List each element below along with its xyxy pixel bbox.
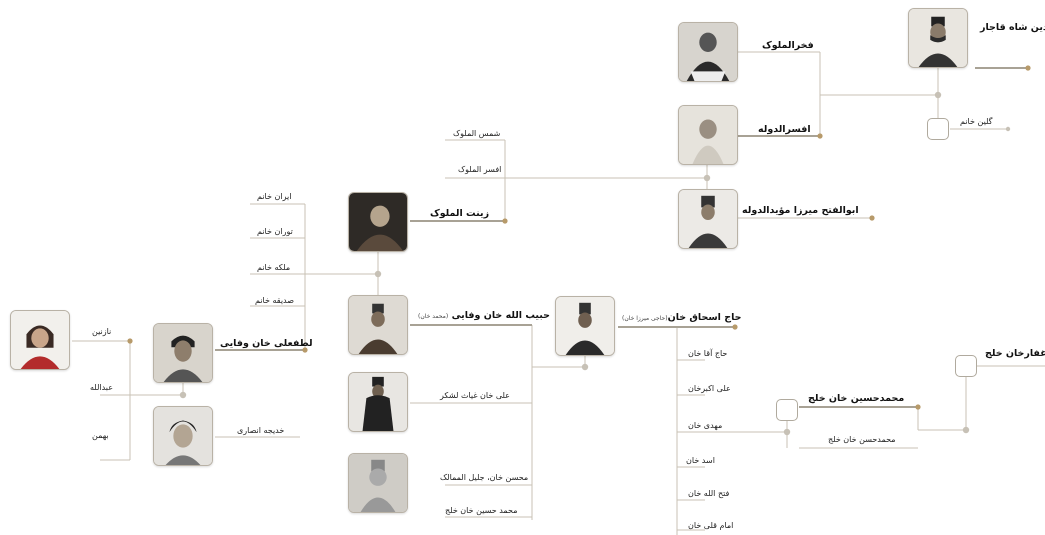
name-haj-agha: حاج آقا خان xyxy=(688,348,727,360)
portrait-nazanin[interactable] xyxy=(10,310,70,370)
name-ali-ghias: علی خان غیاث لشکر xyxy=(440,390,510,402)
placeholder-golin[interactable] xyxy=(927,118,949,140)
name-mh-khan: محمد حسین خان خلج xyxy=(445,505,518,517)
name-haj-eshagh-sub: (حاجی میرزا خان) xyxy=(622,315,668,322)
portrait-ali-ghias[interactable] xyxy=(348,372,408,432)
portrait-abolfath[interactable] xyxy=(678,189,738,249)
name-afsar-molouk: افسر الملوک xyxy=(458,164,501,176)
name-iran: ایران خانم xyxy=(257,191,291,203)
name-haj-eshagh: حاج اسحاق خان(حاجی میرزا خان) xyxy=(622,312,742,325)
name-ghaffar: غفارخان خلج xyxy=(985,348,1045,360)
name-asad: اسد خان xyxy=(686,455,715,467)
portrait-zinat[interactable] xyxy=(348,192,408,252)
name-mh-khalaj2: محمدحسن خان خلج xyxy=(828,434,896,446)
placeholder-mh-khalaj[interactable] xyxy=(776,399,798,421)
name-nazanin: نازنین xyxy=(92,326,111,338)
name-afsar: افسرالدوله xyxy=(758,124,811,136)
name-sedighe: صدیقه خانم xyxy=(255,295,294,307)
name-khadijeh: خدیجه انصاری xyxy=(237,425,284,437)
portrait-haj-eshagh[interactable] xyxy=(555,296,615,356)
name-zinat: زینت الملوک xyxy=(430,208,489,220)
name-habib: حبیب الله خان وفایی (محمد خان) xyxy=(418,310,550,323)
portrait-khadijeh[interactable] xyxy=(153,406,213,466)
name-bahman: بهمن xyxy=(92,430,109,442)
name-habib-main: حبیب الله خان وفایی xyxy=(452,310,550,321)
portrait-lotf[interactable] xyxy=(153,323,213,383)
name-fakhr: فخرالملوک xyxy=(762,40,814,52)
portrait-afsar[interactable] xyxy=(678,105,738,165)
name-emamgholi: امام قلی خان xyxy=(688,520,733,532)
name-maleke: ملکه خانم xyxy=(257,262,290,274)
portrait-fakhr[interactable] xyxy=(678,22,738,82)
name-naser: صرالدین شاه قاجار xyxy=(980,22,1045,34)
name-shams: شمس الملوک xyxy=(453,128,500,140)
name-haj-eshagh-main: حاج اسحاق خان xyxy=(668,312,742,323)
name-golin: گلین خانم xyxy=(960,116,992,128)
name-habib-sub: (محمد خان) xyxy=(418,313,448,320)
name-mohsen: محسن خان، جلیل الممالک xyxy=(440,472,528,484)
name-mahdi: مهدی خان xyxy=(688,420,722,432)
portrait-mohsen[interactable] xyxy=(348,453,408,513)
name-abdollah: عبدالله xyxy=(90,382,113,394)
name-abolfath: ابوالفتح میرزا مؤیدالدوله xyxy=(742,205,859,217)
portrait-habib[interactable] xyxy=(348,295,408,355)
placeholder-ghaffar[interactable] xyxy=(955,355,977,377)
name-lotf: لطفعلی خان وفایی xyxy=(220,338,313,350)
name-mh-khalaj: محمدحسین خان خلج xyxy=(808,393,904,405)
portrait-naser[interactable] xyxy=(908,8,968,68)
name-touran: توران خانم xyxy=(257,226,293,238)
name-ali-akbar: علی اکبرخان xyxy=(688,383,731,395)
name-fathollah: فتح الله خان xyxy=(688,488,729,500)
